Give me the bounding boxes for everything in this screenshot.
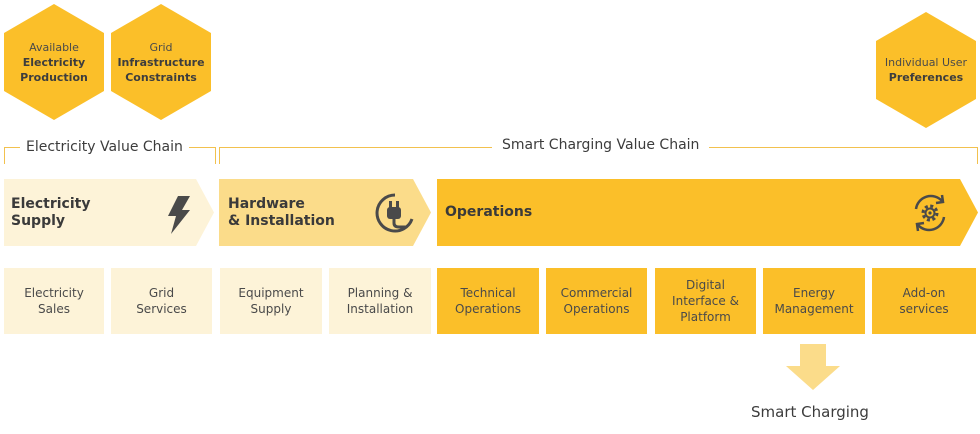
stage-title: Operations: [445, 204, 533, 220]
down-arrow-icon: [786, 344, 840, 394]
box-energy-management: Energy Management: [763, 268, 865, 334]
hex-bold: Electricity Production: [20, 55, 88, 84]
stage-title: Hardware & Installation: [228, 195, 335, 229]
box-technical-operations: Technical Operations: [437, 268, 539, 334]
box-digital-interface-platform: Digital Interface & Platform: [655, 268, 756, 334]
gear-cycle-icon: [908, 191, 952, 239]
stage-operations: Operations: [437, 179, 978, 246]
hex-line: Available: [29, 40, 79, 54]
smart-charging-chain-label: Smart Charging Value Chain: [492, 137, 710, 153]
box-equipment-supply: Equipment Supply: [220, 268, 322, 334]
box-add-on-services: Add-on services: [872, 268, 976, 334]
hex-bold: Infrastructure Constraints: [117, 55, 205, 84]
electricity-chain-label: Electricity Value Chain: [20, 139, 189, 155]
smart-charging-result: Smart Charging: [751, 403, 869, 421]
plug-icon: [373, 191, 417, 239]
box-commercial-operations: Commercial Operations: [546, 268, 647, 334]
hex-line: Individual User: [884, 56, 968, 69]
hex-bold: Preferences: [888, 71, 964, 84]
stage-title: Electricity Supply: [11, 195, 91, 229]
box-electricity-sales: Electricity Sales: [4, 268, 104, 334]
box-planning-installation: Planning & Installation: [329, 268, 431, 334]
box-grid-services: Grid Services: [111, 268, 212, 334]
lightning-icon: [166, 196, 192, 238]
stage-hardware-installation: Hardware & Installation: [219, 179, 431, 246]
hex-line: Grid: [149, 40, 173, 54]
